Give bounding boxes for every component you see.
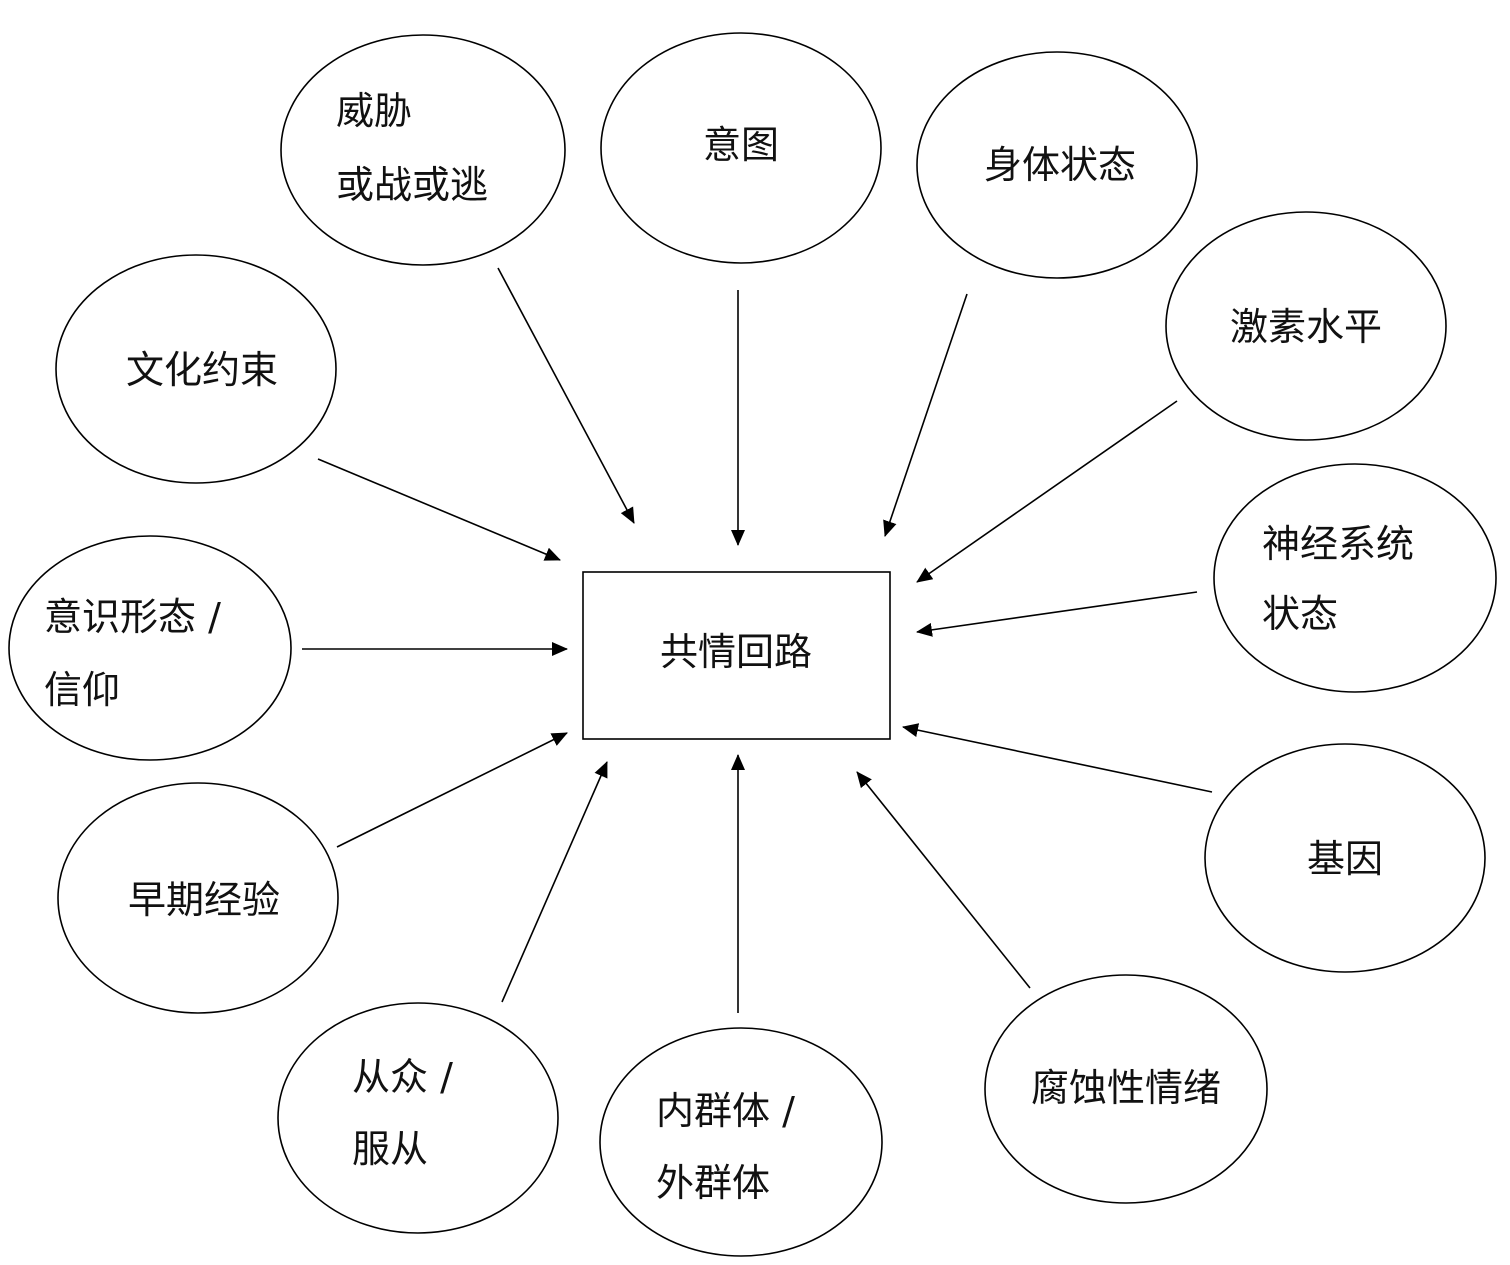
node-ellipse-ingroup-outgroup	[599, 1027, 883, 1257]
node-intent: 意图	[600, 32, 882, 264]
node-label-body-state-line-1: 身体状态	[984, 143, 1136, 187]
node-conformity: 从众 / 服从	[277, 1002, 559, 1234]
node-ellipse-early-experience	[57, 782, 339, 1014]
arrow-nervous-system-state-to-center	[916, 591, 1198, 637]
node-ellipse-body-state	[916, 51, 1198, 279]
center-label: 共情回路	[660, 630, 812, 674]
arrow-early-experience-to-center	[336, 732, 568, 848]
node-label-intent-line-1: 意图	[703, 123, 779, 167]
node-ellipse-ideology	[8, 535, 292, 761]
arrow-hormone-level-to-center	[916, 400, 1178, 583]
node-corrosive-emotion: 腐蚀性情绪	[984, 974, 1268, 1204]
node-hormone-level: 激素水平	[1165, 211, 1447, 441]
center-box	[582, 571, 891, 740]
node-ellipse-genes	[1204, 743, 1486, 973]
node-ellipse-nervous-system-state	[1213, 463, 1497, 693]
node-ellipse-cultural-constraint	[55, 254, 337, 484]
arrow-conformity-to-center	[501, 761, 608, 1003]
node-early-experience: 早期经验	[57, 782, 339, 1014]
node-label-hormone-level-line-1: 激素水平	[1230, 305, 1382, 349]
node-label-nervous-system-state-line-1: 神经系统	[1262, 522, 1414, 566]
arrow-body-state-to-center	[883, 293, 968, 537]
edges	[302, 267, 1213, 1013]
node-label-early-experience-line-1: 早期经验	[128, 878, 280, 922]
node-label-conformity-line-2: 服从	[352, 1127, 428, 1171]
node-label-ideology-line-1: 意识形态 /	[44, 595, 221, 639]
node-ellipse-corrosive-emotion	[984, 974, 1268, 1204]
node-label-conformity-line-1: 从众 /	[352, 1055, 453, 1099]
node-ellipse-hormone-level	[1165, 211, 1447, 441]
node-body-state: 身体状态	[916, 51, 1198, 279]
node-ideology: 意识形态 / 信仰	[8, 535, 292, 761]
node-label-ideology-line-2: 信仰	[44, 668, 120, 712]
node-label-threat-line-2: 或战或逃	[336, 163, 488, 207]
node-ellipse-conformity	[277, 1002, 559, 1234]
node-ingroup-outgroup: 内群体 / 外群体	[599, 1027, 883, 1257]
node-label-corrosive-emotion-line-1: 腐蚀性情绪	[1031, 1066, 1221, 1110]
node-ellipse-intent	[600, 32, 882, 264]
node-ellipse-threat	[280, 34, 566, 266]
arrow-corrosive-emotion-to-center	[856, 771, 1031, 989]
center-node: 共情回路	[582, 571, 891, 740]
node-label-threat-line-1: 威胁	[336, 89, 412, 133]
arrow-cultural-constraint-to-center	[317, 458, 561, 561]
arrow-threat-to-center	[497, 267, 635, 524]
node-genes: 基因	[1204, 743, 1486, 973]
node-label-genes-line-1: 基因	[1307, 837, 1383, 881]
node-label-ingroup-outgroup-line-1: 内群体 /	[656, 1089, 795, 1133]
node-label-nervous-system-state-line-2: 状态	[1262, 592, 1338, 636]
node-label-ingroup-outgroup-line-2: 外群体	[656, 1161, 770, 1205]
node-cultural-constraint: 文化约束	[55, 254, 337, 484]
node-label-cultural-constraint-line-1: 文化约束	[126, 348, 278, 392]
arrow-genes-to-center	[902, 723, 1213, 793]
